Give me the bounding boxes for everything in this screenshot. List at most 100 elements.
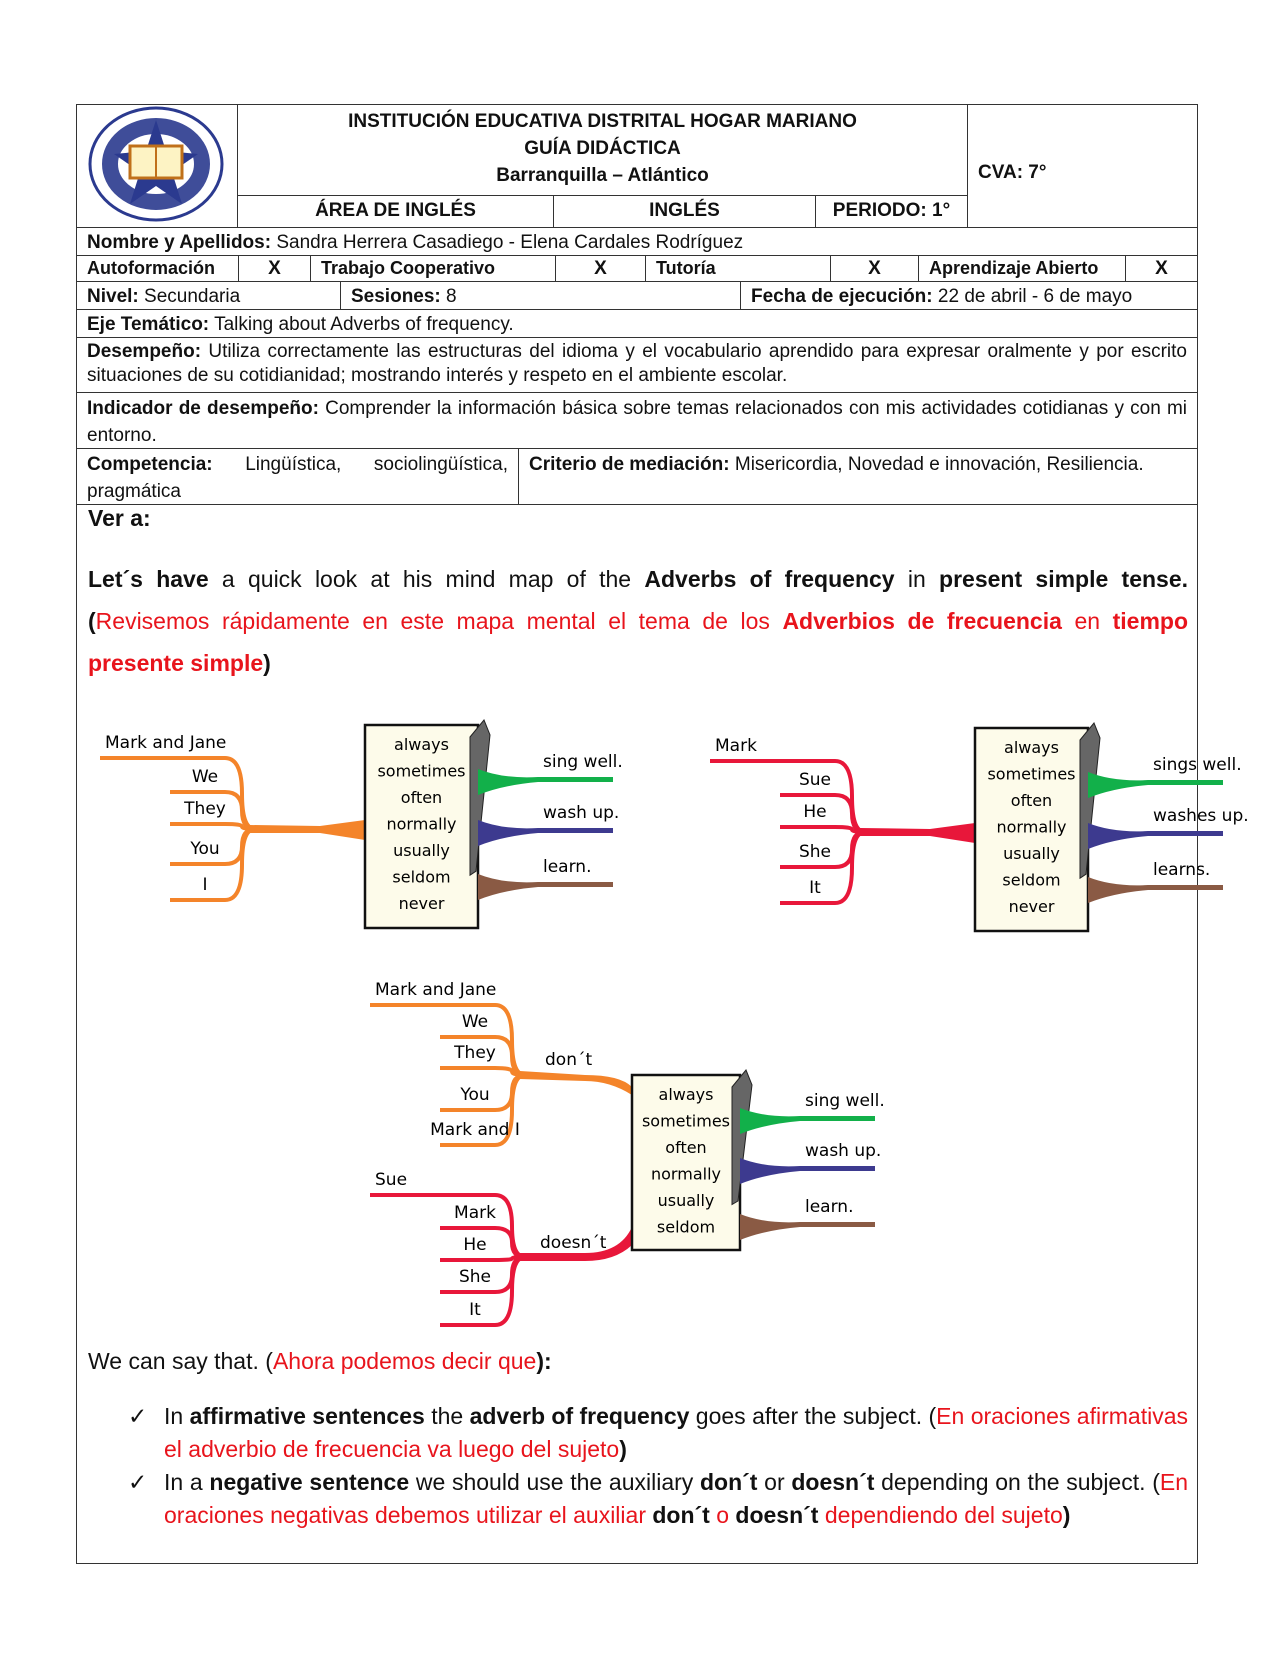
date-cell: Fecha de ejecución: 22 de abril - 6 de m… (740, 281, 1198, 310)
institution-name: INSTITUCIÓN EDUCATIVA DISTRITAL HOGAR MA… (348, 111, 857, 132)
criterion-cell: Criterio de mediación: Misericordia, Nov… (518, 448, 1198, 505)
mode-label-tutoria: Tutoría (645, 255, 831, 282)
predicate-label: learn. (543, 857, 591, 877)
trunk-branch (250, 820, 365, 840)
level-cell: Nivel: Secundaria (76, 281, 341, 310)
subject-branch (440, 1066, 526, 1077)
subject-label: He (803, 802, 826, 822)
mode-mark: X (830, 255, 919, 282)
adverb-card (363, 723, 480, 930)
predicate-branch (478, 769, 613, 795)
predicate-label: sing well. (543, 752, 623, 772)
subject-label: It (469, 1300, 481, 1320)
predicate-label: wash up. (805, 1141, 881, 1161)
city: Barranquilla – Atlántico (496, 165, 709, 186)
subject-label: Mark and Jane (105, 733, 226, 753)
we-can-say: We can say that. (Ahora podemos decir qu… (88, 1348, 552, 1374)
subject-label: We (192, 767, 218, 787)
area-cell: ÁREA DE INGLÉS (237, 195, 554, 228)
predicate-branch (478, 874, 613, 900)
adverb-label: normally (997, 818, 1067, 837)
subject-label: Sue (375, 1170, 407, 1190)
adverb-label: always (394, 735, 449, 754)
subject-label: Mark (454, 1203, 496, 1223)
predicate-label: washes up. (1153, 806, 1249, 826)
school-logo (88, 106, 224, 222)
predicate-branch (1088, 772, 1223, 798)
cva-label: CVA: 7° (967, 104, 1198, 228)
subject-label: They (453, 1043, 496, 1063)
subject-label: It (809, 878, 821, 898)
see-heading: Ver a: (88, 505, 151, 531)
subject-label: They (183, 799, 226, 819)
intro-paragraph: Let´s have a quick look at his mind map … (88, 566, 1189, 676)
mode-mark: X (238, 255, 311, 282)
subject-label: I (202, 875, 207, 895)
subject-label: He (463, 1235, 486, 1255)
names-row: Nombre y Apellidos: Sandra Herrera Casad… (76, 227, 1198, 256)
subject-label: She (459, 1267, 491, 1287)
adverb-label: sometimes (377, 762, 465, 781)
subject-label: You (189, 839, 219, 859)
check-mark-icon: ✓ (128, 1403, 148, 1429)
subject-label: Mark and I (430, 1120, 520, 1140)
auxiliary-label: don´t (545, 1050, 592, 1070)
institution-header: INSTITUCIÓN EDUCATIVA DISTRITAL HOGAR MA… (237, 104, 968, 196)
subject-branch (780, 830, 866, 905)
adverb-label: never (399, 894, 445, 913)
adverb-label: normally (651, 1165, 721, 1184)
adverb-label: usually (1003, 844, 1060, 863)
adverb-label: always (659, 1085, 714, 1104)
predicate-label: wash up. (543, 803, 619, 823)
pen-icon (469, 719, 491, 877)
mode-label-autoformacion: Autoformación (76, 255, 239, 282)
subject-branch (440, 1073, 526, 1147)
adverb-label: usually (658, 1191, 715, 1210)
sessions-cell: Sesiones: 8 (340, 281, 741, 310)
guide-title: GUÍA DIDÁCTICA (524, 138, 681, 159)
adverb-card (630, 1073, 742, 1252)
subject-branch (780, 825, 866, 834)
predicate-label: sing well. (805, 1091, 885, 1111)
mode-label-cooperativo: Trabajo Cooperativo (310, 255, 556, 282)
indicator-row: Indicador de desempeño: Comprender la in… (76, 392, 1198, 449)
predicate-branch (740, 1108, 875, 1134)
subject-label: Sue (799, 770, 831, 790)
trunk-branch (520, 1227, 632, 1261)
subject-label: Mark (715, 736, 757, 756)
bullet-affirmative: ✓In affirmative sentences the adverb of … (128, 1400, 1188, 1466)
adverb-label: always (1004, 738, 1059, 757)
predicate-label: sings well. (1153, 755, 1242, 775)
adverb-label: often (665, 1138, 706, 1157)
adverb-label: seldom (1002, 871, 1060, 890)
predicate-branch (1088, 877, 1223, 903)
subject-branch (440, 1255, 526, 1327)
auxiliary-label: doesn´t (540, 1233, 607, 1253)
adverb-label: often (1011, 791, 1052, 810)
predicate-branch (1088, 823, 1223, 849)
bullet-negative: ✓In a negative sentence we should use th… (128, 1466, 1188, 1532)
pen-icon (731, 1069, 753, 1206)
axis-row: Eje Temático: Talking about Adverbs of f… (76, 309, 1198, 338)
predicate-branch (740, 1158, 875, 1184)
adverb-label: seldom (392, 868, 450, 887)
predicate-branch (740, 1214, 875, 1240)
pen-icon (1079, 722, 1101, 880)
subject-label: We (462, 1012, 488, 1032)
performance-row: Desempeño: Utiliza correctamente las est… (76, 337, 1198, 393)
subject-branch (170, 827, 256, 902)
mode-label-abierto: Aprendizaje Abierto (918, 255, 1126, 282)
trunk-branch (520, 1071, 632, 1095)
mind-map-affirmative-singular: MarkSueHeSheItalwayssometimesoftennormal… (710, 722, 1249, 933)
adverb-label: seldom (657, 1218, 715, 1237)
adverb-label: sometimes (642, 1112, 730, 1131)
predicate-branch (478, 820, 613, 846)
mode-mark: X (1125, 255, 1198, 282)
subject-label: She (799, 842, 831, 862)
competence-cell: Competencia: Lingüística, sociolingüísti… (76, 448, 519, 505)
adverb-label: often (401, 788, 442, 807)
subject-branch (170, 822, 256, 831)
